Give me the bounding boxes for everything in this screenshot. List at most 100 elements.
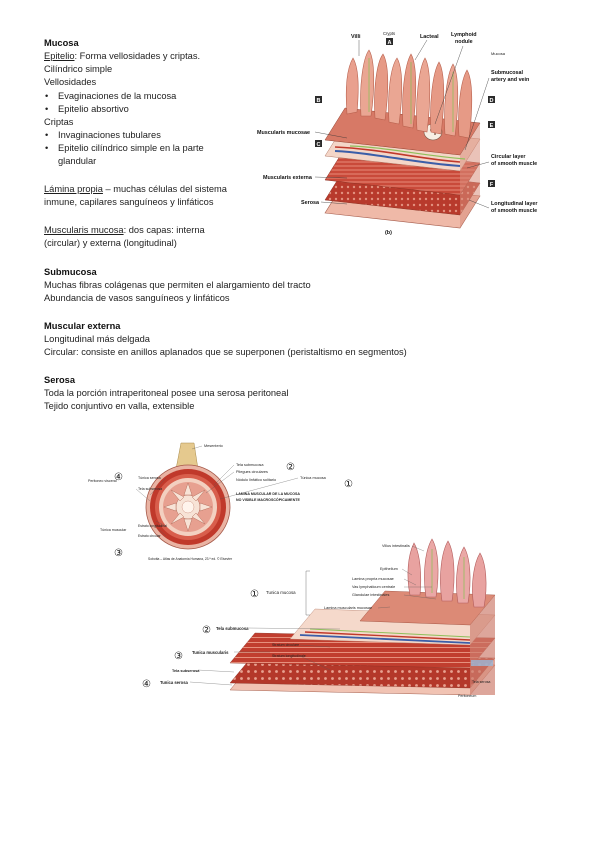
tag-c: C (317, 142, 321, 148)
tag-a: A (388, 40, 392, 46)
number-3-bottom: ③ (174, 651, 183, 662)
figure-2-labels: Mesenterio Tela submucosa Pliegues circu… (88, 444, 327, 561)
leader-lines-3 (189, 545, 437, 686)
label-muscularis-mucosae: Muscularis mucosae (257, 130, 310, 136)
mucosa-bracket (305, 570, 310, 616)
epitelio-term: Epitelio (44, 51, 75, 61)
number-1-bottom: ① (250, 589, 259, 600)
label-mesenterio: Mesenterio (204, 444, 223, 448)
section-numbers: ④ ② ① ③ (114, 462, 353, 559)
leader-lines-2 (135, 445, 299, 537)
cross-section-figure: ④ ② ① ③ Mesenterio Tela submucosa Pliegu… (88, 442, 353, 561)
label-longitudinal-1: Longitudinal layer (491, 201, 538, 207)
criptas-bullet-1: Invaginaciones tubulares (45, 129, 161, 142)
label-lamina-caps: LAMINA MUSCULAR DE LA MUCOSA (236, 492, 300, 496)
lamina-term: Lámina propia (44, 184, 103, 194)
label-estrato-circ: Estrato circular (138, 534, 161, 538)
figure-caption: (b) (385, 230, 392, 236)
criptas-bullet-2b: glandular (58, 156, 97, 166)
label-tunica-mucosa: Túnica mucosa (300, 476, 327, 480)
label-tela-submucosa: Tela submucosa (236, 463, 264, 467)
submucosa-line-1: Muchas fibras colágenas que permiten el … (44, 280, 311, 290)
label-lamina-propria: Lamina propria mucosae (352, 577, 394, 581)
serosa-heading: Serosa (44, 375, 76, 385)
tag-e: E (490, 123, 494, 129)
label-pliegues: Pliegues circulares (236, 470, 268, 474)
criptas-line: Criptas (44, 117, 74, 127)
label-stratum-circ: Stratum circulare (272, 643, 299, 647)
submucosa-heading: Submucosa (44, 267, 97, 277)
label-tunica-muscularis: Tunica muscularis (192, 650, 229, 655)
criptas-bullet-2a: Epitelio cilíndrico simple en la parte (45, 142, 204, 155)
vellosidades-bullet-2: Epitelio absortivo (45, 103, 129, 116)
label-peritoneo: Peritoneo visceral (88, 479, 117, 483)
label-subserosa: Tela subserosa (138, 487, 162, 491)
label-tunica-serosa-3d: Tunica serosa (160, 680, 189, 685)
label-tunica-mucosa-3d: Tunica mucosa (266, 590, 296, 595)
label-lamina-caps-2: NO VISIBLE MACROSCÓPICAMENTE (236, 497, 300, 502)
wall-layers (229, 590, 496, 696)
label-tunica-muscular: Túnica muscular (100, 528, 127, 532)
serosa-line-1: Toda la porción intraperitoneal posee un… (44, 388, 289, 398)
submucosa-line-2: Abundancia de vasos sanguíneos y linfáti… (44, 293, 230, 303)
label-villus: Villus intestinalis (382, 544, 410, 548)
muscularis-line-1: Muscularis mucosa: dos capas: interna (44, 224, 205, 237)
lamina-line-2: inmune, capilares sanguíneos y linfático… (44, 197, 214, 207)
number-4-bottom: ④ (142, 679, 151, 690)
mucosa-heading: Mucosa (44, 38, 79, 48)
lamina-line-1: Lámina propia – muchas células del siste… (44, 183, 227, 196)
leader-lines (314, 39, 490, 209)
lamina-desc: – muchas células del sistema (102, 184, 227, 194)
muscular-externa-heading: Muscular externa (44, 321, 121, 331)
label-lacteal: Lacteal (420, 34, 439, 40)
muscularis-term: Muscularis mucosa (44, 225, 124, 235)
villi-3d (407, 538, 487, 608)
muscularis-line-2: (circular) y externa (longitudinal) (44, 238, 177, 248)
muscular-externa-line-1: Longitudinal más delgada (44, 334, 150, 344)
label-lymphoid-2: nodule (455, 39, 473, 45)
number-2-top: ② (286, 462, 295, 473)
serosa-line-2: Tejido conjuntivo en valla, extensible (44, 401, 195, 411)
villi (345, 49, 473, 139)
tag-d: D (490, 98, 494, 104)
epitelio-line: Epitelio: Forma vellosidades y criptas. (44, 50, 200, 63)
cilindrico-line: Cilíndrico simple (44, 64, 113, 74)
label-submucosal-2: artery and vein (491, 77, 529, 83)
letter-tags: A B C D E F (315, 38, 495, 188)
figure-3-labels: Villus intestinalis Epithelium Lamina pr… (160, 544, 490, 698)
muscular-externa-line-2: Circular: consiste en anillos aplanados … (44, 347, 407, 357)
section-numbers-3d: ① ② ③ ④ (142, 589, 259, 690)
label-circular-2: of smooth muscle (491, 161, 537, 167)
number-3-top: ③ (114, 548, 123, 559)
epitelio-desc: : Forma vellosidades y criptas. (74, 51, 201, 61)
label-tela-subserosa: Tela subserosa (172, 669, 200, 673)
tag-b: B (317, 98, 321, 104)
label-villi: Villi (351, 34, 361, 40)
vellosidades-bullet-1: Evaginaciones de la mucosa (45, 90, 176, 103)
label-stratum-long: Stratum longitudinale (272, 654, 306, 658)
label-nodulo: Nódulo linfático solitario (236, 478, 276, 482)
label-glandulae: Glandulae intestinales (352, 593, 389, 597)
label-tela-submucosa-3d: Tela submucosa (216, 626, 249, 631)
label-muscularis-externa: Muscularis externa (263, 175, 313, 181)
label-estrato-long: Estrato longitudinal (138, 524, 167, 528)
label-serosa: Serosa (301, 200, 320, 206)
figure-credit: Sobotta – Atlas de Anatomía Humana, 23.ª… (148, 557, 233, 561)
label-mucosa-small: Mucosa (491, 51, 506, 56)
vellosidades-line: Vellosidades (44, 77, 97, 87)
label-lamina-musc: Lamina muscularis mucosae (324, 606, 372, 610)
label-circular-1: Circular layer (491, 154, 526, 160)
label-epithelium: Epithelium (380, 567, 398, 571)
number-2-bottom: ② (202, 625, 211, 636)
label-submucosal-1: Submucosal (491, 70, 524, 76)
label-longitudinal-2: of smooth muscle (491, 208, 537, 214)
muscularis-desc: : dos capas: interna (123, 225, 205, 235)
number-4-top: ④ (114, 472, 123, 483)
label-tunica-serosa: Túnica serosa (138, 476, 161, 480)
label-peritoneum: Peritoneum (458, 694, 476, 698)
intestinal-wall-figure: A B C D E F Villi Crypts Lacteal Lymphoi… (257, 31, 538, 236)
label-crypts: Crypts (383, 31, 395, 36)
figure-1-labels: Villi Crypts Lacteal Lymphoid nodule Muc… (257, 31, 538, 236)
wall-block-3d-figure: ① ② ③ ④ Villus intestinalis Epithelium L… (142, 538, 496, 698)
label-lymphoid-1: Lymphoid (451, 32, 477, 38)
